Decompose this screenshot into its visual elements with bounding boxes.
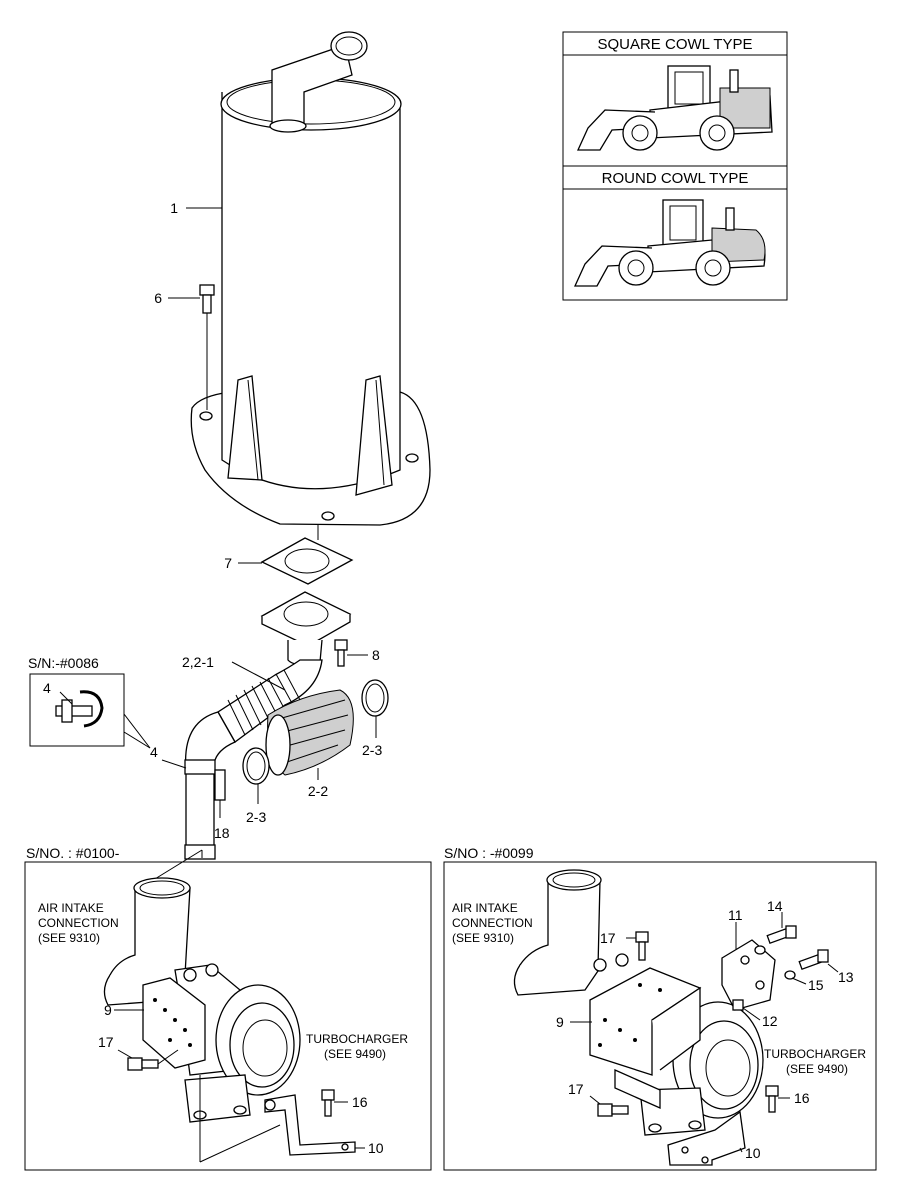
left-air-intake-line2: CONNECTION	[38, 916, 119, 930]
left-bracket-9	[142, 977, 206, 1069]
right-panel-serial: S/NO : -#0099	[444, 845, 534, 861]
right-air-intake-line3: (SEE 9310)	[452, 931, 514, 945]
left-callout-16: 16	[352, 1094, 368, 1110]
clamp-2-3-lower	[242, 747, 270, 785]
callout-2: 2,2-1	[182, 654, 214, 670]
callout-2-3-lower: 2-3	[246, 809, 266, 825]
left-bolt-16	[321, 1089, 335, 1117]
right-callout-10: 10	[745, 1145, 761, 1161]
gasket-7	[260, 537, 354, 585]
flange-pipe-2	[184, 591, 352, 860]
right-bolt-17-lower	[597, 1103, 629, 1117]
right-bolt-13	[798, 949, 829, 971]
right-bracket-10	[667, 1110, 746, 1166]
left-panel-serial: S/NO. : #0100-	[26, 845, 120, 861]
right-callout-15: 15	[808, 977, 824, 993]
u-bolt-inset	[29, 673, 125, 747]
right-air-intake-line1: AIR INTAKE	[452, 901, 518, 915]
right-bracket-9	[589, 967, 702, 1110]
right-plate-11	[721, 939, 776, 1011]
left-callout-17: 17	[98, 1034, 114, 1050]
clamp-18	[214, 769, 226, 818]
right-callout-17-upper: 17	[600, 930, 616, 946]
right-bolt-14	[766, 925, 797, 945]
callout-4-inset: 4	[43, 680, 51, 696]
left-air-intake-line1: AIR INTAKE	[38, 901, 104, 915]
callout-7: 7	[224, 555, 232, 571]
callout-4: 4	[150, 744, 158, 760]
right-air-intake-line2: CONNECTION	[452, 916, 533, 930]
square-cowl-loader-drawing	[576, 65, 773, 151]
callout-6: 6	[154, 290, 162, 306]
callout-2-2: 2-2	[308, 783, 328, 799]
right-panel	[443, 861, 877, 1171]
right-callout-12: 12	[762, 1013, 778, 1029]
right-turbo-line1: TURBOCHARGER	[764, 1047, 866, 1061]
right-callout-9: 9	[556, 1014, 564, 1030]
left-bolt-17	[127, 1057, 159, 1071]
clamp-2-3-upper	[361, 679, 389, 717]
muffler	[190, 31, 431, 526]
right-callout-13: 13	[838, 969, 854, 985]
cowl-type-inset: SQUARE COWL TYPE ROUND COWL TYPE	[562, 31, 788, 301]
right-spacer-12	[732, 999, 744, 1011]
left-turbocharger-assembly	[103, 877, 301, 1123]
right-callout-14: 14	[767, 898, 783, 914]
left-bracket-10	[264, 1094, 356, 1156]
serial-top: S/N:-#0086	[28, 655, 99, 671]
right-callout-11: 11	[728, 907, 743, 923]
bolt-6	[199, 284, 215, 410]
heat-shield-2-2	[265, 689, 354, 776]
left-callout-9: 9	[104, 1002, 112, 1018]
right-bolt-16	[765, 1085, 779, 1113]
square-cowl-title: SQUARE COWL TYPE	[597, 36, 752, 53]
round-cowl-loader-drawing	[573, 199, 766, 287]
callout-8: 8	[372, 647, 380, 663]
left-callout-10: 10	[368, 1140, 384, 1156]
right-washers-15	[754, 945, 796, 980]
callout-18: 18	[214, 825, 230, 841]
right-callout-17-lower: 17	[568, 1081, 584, 1097]
right-bolt-17-upper	[635, 931, 649, 961]
right-callout-16: 16	[794, 1090, 810, 1106]
left-turbo-line2: (SEE 9490)	[324, 1047, 386, 1061]
callout-1: 1	[170, 200, 178, 216]
bolt-8	[334, 639, 348, 667]
round-cowl-title: ROUND COWL TYPE	[602, 170, 749, 187]
right-turbo-line2: (SEE 9490)	[786, 1062, 848, 1076]
callout-2-3-upper: 2-3	[362, 742, 382, 758]
left-turbo-line1: TURBOCHARGER	[306, 1032, 408, 1046]
left-air-intake-line3: (SEE 9310)	[38, 931, 100, 945]
left-panel	[24, 861, 432, 1171]
